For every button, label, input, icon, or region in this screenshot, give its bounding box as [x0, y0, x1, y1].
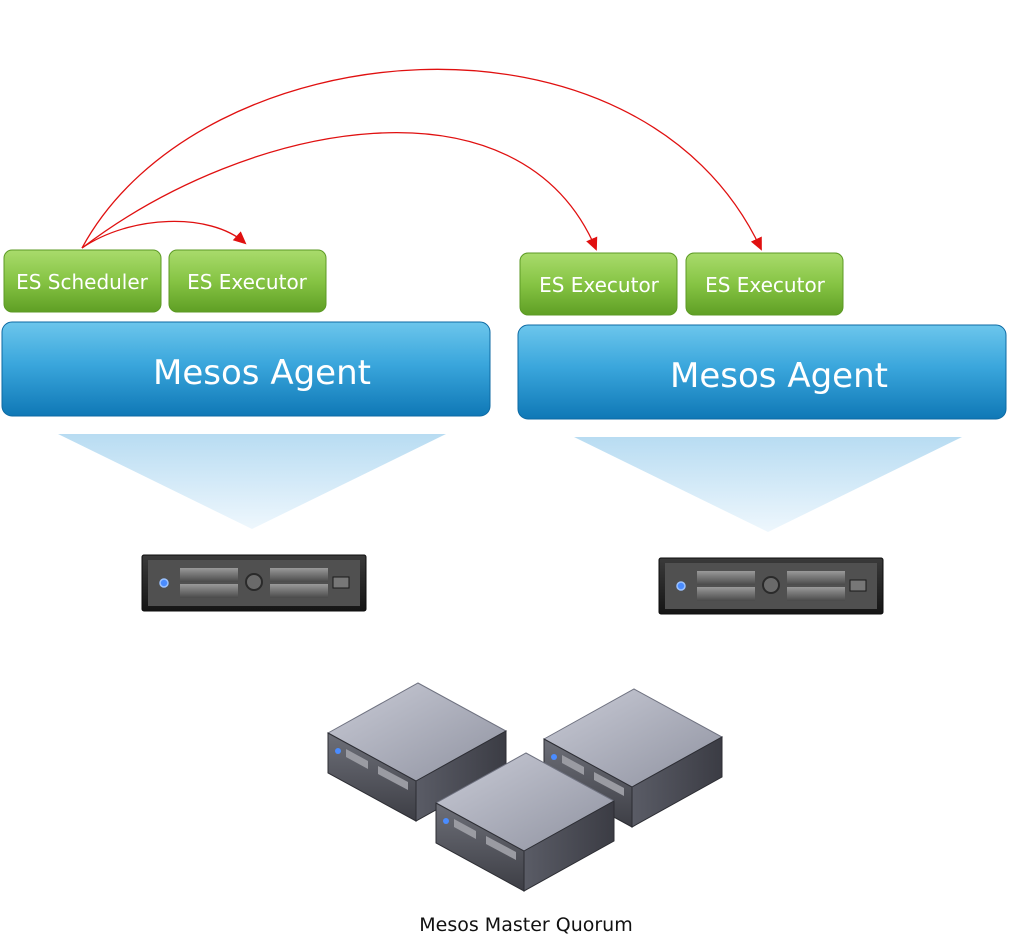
agent-host-funnel [574, 437, 962, 532]
es-scheduler-box: ES Scheduler [3, 249, 162, 313]
rack-server-icon [658, 557, 884, 615]
arrow-to-remote-executor-2 [81, 68, 762, 251]
master-server-icon [434, 752, 616, 892]
mesos-agent-bar: Mesos Agent [517, 324, 1007, 420]
rack-server-icon [141, 554, 367, 612]
arrow-to-local-executor [81, 220, 247, 249]
es-executor-label: ES Executor [187, 270, 308, 294]
arrow-to-remote-executor-1 [81, 132, 598, 251]
master-server-icon [326, 682, 508, 822]
es-executor-label-2: ES Executor [705, 273, 826, 297]
mesos-agent-bar: Mesos Agent [1, 321, 491, 417]
es-executor-box-1: ES Executor [519, 252, 678, 316]
right-agent-node: ES Executor ES Executor Mesos Agent [517, 252, 1007, 615]
es-scheduler-label: ES Scheduler [16, 270, 149, 294]
es-executor-label-1: ES Executor [539, 273, 660, 297]
launch-arrows [81, 68, 762, 251]
mesos-agent-label: Mesos Agent [153, 353, 371, 393]
es-executor-box-2: ES Executor [685, 252, 844, 316]
agent-host-funnel [58, 434, 446, 529]
master-quorum-servers: Mesos Master Quorum [326, 682, 724, 936]
left-agent-node: ES Scheduler ES Executor Mesos Agent [1, 249, 491, 612]
master-quorum-caption: Mesos Master Quorum [419, 914, 632, 936]
mesos-agent-label: Mesos Agent [670, 356, 888, 396]
es-executor-box: ES Executor [168, 249, 327, 313]
